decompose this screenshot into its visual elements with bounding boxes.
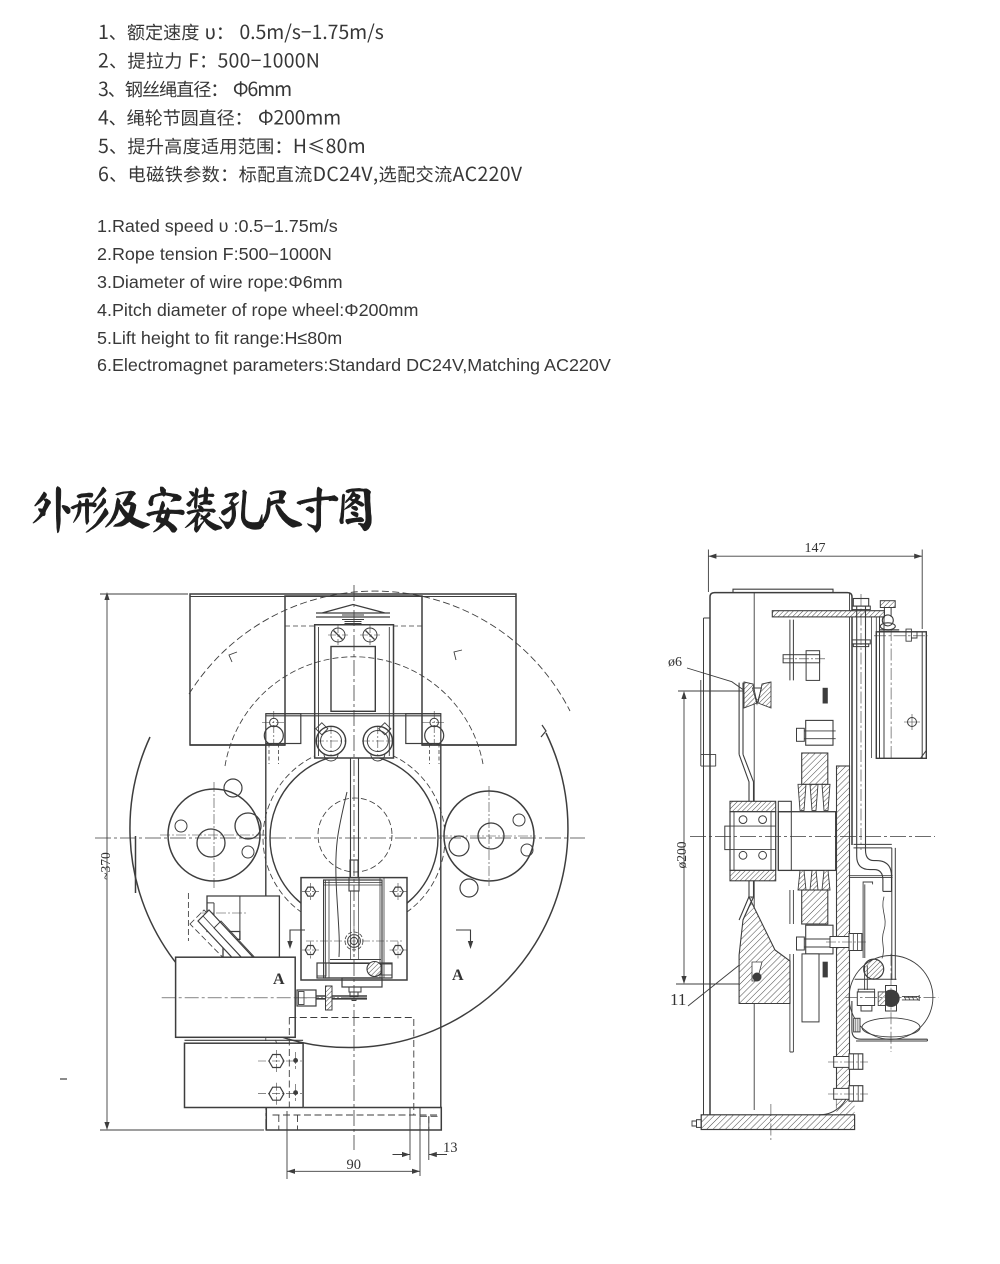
svg-text:A: A (452, 967, 464, 984)
svg-text:4.Pitch diameter of rope wheel: 4.Pitch diameter of rope wheel:Φ200mm (97, 300, 418, 320)
svg-text:13: 13 (443, 1140, 458, 1156)
svg-text:2.Rope tension F:500−1000N: 2.Rope tension F:500−1000N (97, 244, 332, 264)
svg-text:ø6: ø6 (668, 655, 682, 670)
svg-text:~370: ~370 (98, 852, 113, 880)
svg-text:5.Lift height to fit range:H≤8: 5.Lift height to fit range:H≤80m (97, 328, 342, 348)
svg-text:3.Diameter of wire rope:Φ6mm: 3.Diameter of wire rope:Φ6mm (97, 272, 343, 292)
svg-text:ø200: ø200 (674, 841, 689, 868)
svg-text:6.Electromagnet parameters:Sta: 6.Electromagnet parameters:Standard DC24… (97, 355, 611, 375)
svg-text:11: 11 (670, 990, 686, 1009)
svg-text:147: 147 (805, 541, 826, 556)
svg-text:90: 90 (347, 1157, 362, 1173)
svg-text:1.Rated speed υ :0.5−1.75m/s: 1.Rated speed υ :0.5−1.75m/s (97, 216, 338, 236)
svg-text:A: A (273, 971, 285, 988)
